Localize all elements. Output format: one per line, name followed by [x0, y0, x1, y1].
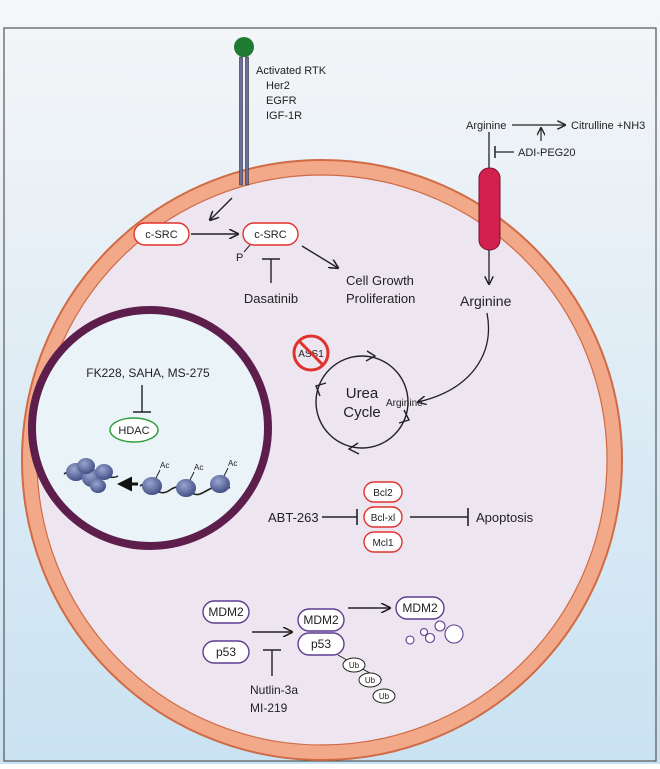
mi-219-label: MI-219 — [250, 701, 288, 715]
p53-free-box — [202, 640, 250, 664]
ub-tag-3 — [372, 688, 396, 704]
cycle-arrowhead-left — [315, 382, 327, 397]
mcl1-label: Mcl1 — [372, 538, 394, 549]
hdac-label: HDAC — [118, 425, 149, 437]
arginine-inner-label: Arginine — [460, 293, 512, 309]
c-src-inactive-label: c-SRC — [145, 229, 177, 241]
nutlin-3a-label: Nutlin-3a — [250, 683, 298, 697]
ub-label-1: Ub — [349, 661, 360, 670]
arginine-to-cycle-arrow — [418, 312, 489, 402]
src-to-growth-arrow — [301, 245, 338, 268]
mdm2-free-label: MDM2 — [208, 605, 244, 619]
mdm2-complex-box — [297, 608, 345, 632]
cycle-arginine-label: Arginine — [386, 398, 423, 409]
urea-cycle-label-line1: Urea — [346, 385, 379, 402]
hdac-box — [109, 417, 159, 443]
rtk-ligand-head — [234, 37, 254, 57]
c-src-inactive-box — [133, 222, 190, 246]
rtk-title: Activated RTK — [256, 65, 327, 77]
cycle-arrowhead-right — [398, 409, 410, 424]
ub-tag-2 — [358, 672, 382, 688]
rtk-receptor — [234, 37, 254, 186]
p53-complex-box — [297, 632, 345, 656]
hdac-inhibitors-label: FK228, SAHA, MS-275 — [86, 366, 210, 380]
bcl2-box — [363, 481, 403, 503]
growth-label-line1: Cell Growth — [346, 273, 414, 288]
open-chromatin-icon — [139, 467, 231, 497]
dasatinib-label: Dasatinib — [244, 291, 298, 306]
p53-free-label: p53 — [216, 645, 236, 659]
arginine-outer-label: Arginine — [466, 120, 506, 132]
ub-label-2: Ub — [365, 676, 376, 685]
mdm2-free-box — [202, 600, 250, 624]
bcl-xl-label: Bcl-xl — [371, 513, 395, 524]
rtk-item-egfr: EGFR — [266, 95, 297, 107]
acetyl-label-2: Ac — [194, 463, 203, 472]
ass1-blocked-slash — [297, 339, 325, 367]
abt-263-label: ABT-263 — [268, 510, 319, 525]
p53-fragments-icon — [405, 620, 464, 645]
phospho-label: P — [236, 252, 243, 264]
frame-border — [3, 27, 657, 762]
rtk-to-src-arrow — [210, 197, 233, 220]
cycle-arrowhead-top — [365, 350, 377, 362]
mcl1-box — [363, 531, 403, 553]
mdm2-released-label: MDM2 — [402, 601, 438, 615]
phospho-link — [243, 244, 251, 253]
growth-label-line2: Proliferation — [346, 291, 415, 306]
bcl2-label: Bcl2 — [373, 488, 393, 499]
rtk-item-igf1r: IGF-1R — [266, 110, 302, 122]
c-src-active-box — [242, 222, 299, 246]
bcl-xl-box — [363, 506, 403, 528]
ub-label-3: Ub — [379, 692, 390, 701]
cycle-arrowhead-bottom — [347, 442, 360, 455]
acetyl-label-3: Ac — [228, 459, 237, 468]
urea-cycle-label-line2: Cycle — [343, 404, 381, 421]
c-src-active-label: c-SRC — [254, 229, 286, 241]
adi-peg20-label: ADI-PEG20 — [518, 147, 575, 159]
acetyl-label-1: Ac — [160, 461, 169, 470]
ub-tag-1 — [342, 657, 366, 673]
p53-complex-label: p53 — [311, 637, 331, 651]
urea-cycle-ring — [315, 355, 409, 449]
condensed-chromatin-icon — [63, 458, 119, 493]
apoptosis-label: Apoptosis — [476, 510, 534, 525]
arginine-transporter — [478, 167, 501, 251]
citrulline-label: Citrulline +NH3 — [571, 120, 645, 132]
rtk-item-her2: Her2 — [266, 80, 290, 92]
mdm2-released-box — [395, 596, 445, 620]
mdm2-complex-label: MDM2 — [303, 613, 339, 627]
ass1-blocked-icon — [292, 334, 330, 372]
